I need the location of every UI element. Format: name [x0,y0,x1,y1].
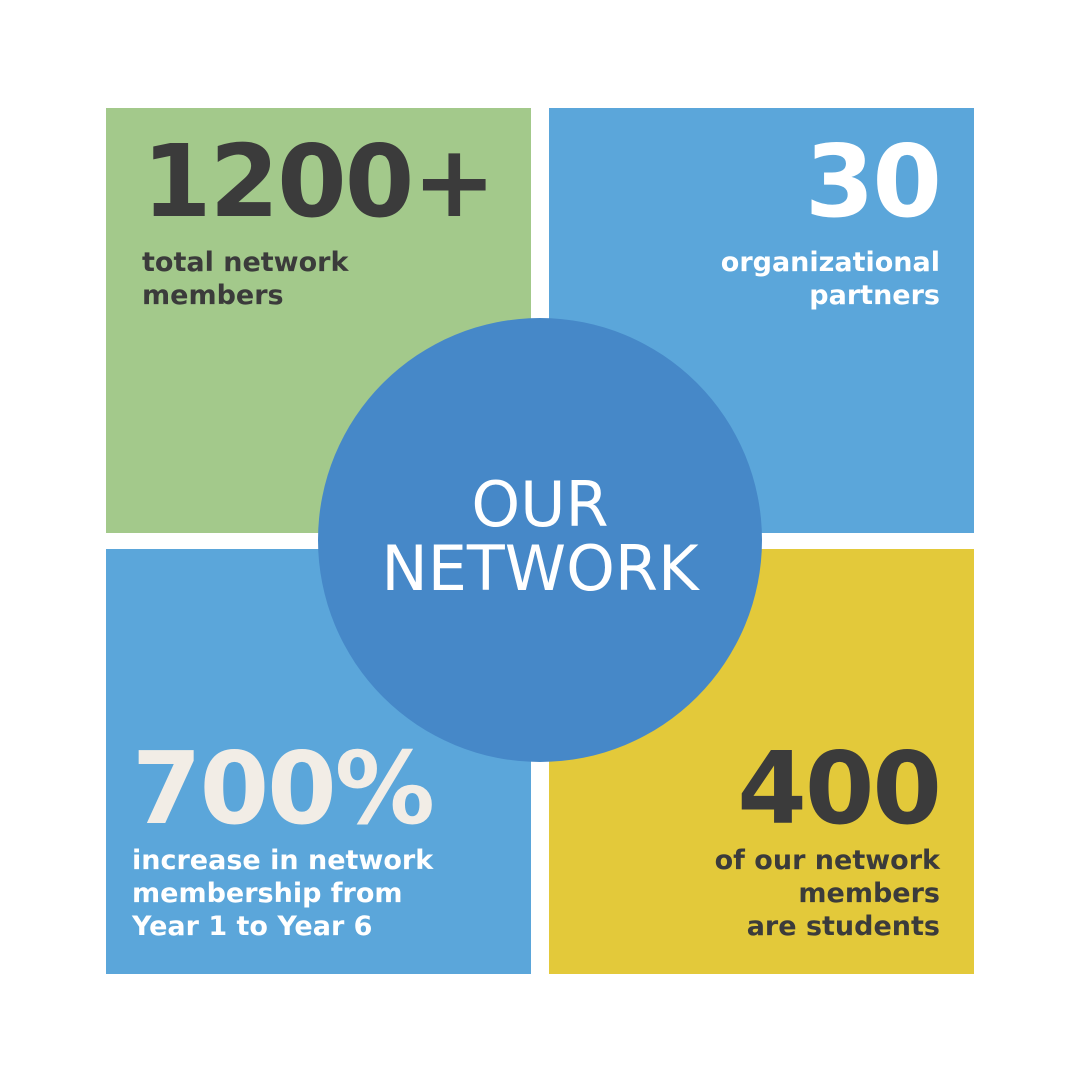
stat-description-line: Year 1 to Year 6 [132,911,373,942]
stat-card-total-members: 1200+ total network members [106,108,531,533]
center-title-line: NETWORK [381,532,699,605]
stat-value: 30 [804,123,942,240]
stat-description-line: total network [142,247,349,278]
stat-value: 400 [737,730,942,847]
stat-description-line: increase in network [132,845,434,876]
stat-description-line: partners [809,280,940,311]
stat-description: total network members [142,246,348,312]
center-title-line: OUR [471,468,609,541]
stat-description-line: organizational [720,247,940,278]
center-circle: OUR NETWORK [318,318,762,762]
stat-description-line: are students [746,911,940,942]
stat-description-line: membership from [132,878,403,909]
stat-description-line: of our network [714,845,940,876]
stat-description: of our network members are students [715,844,940,943]
stat-value: 700% [132,730,435,847]
stat-description: increase in network membership from Year… [132,844,433,943]
stat-value: 1200+ [142,123,496,240]
stat-description: organizational partners [721,246,940,312]
stat-description-line: members [798,878,940,909]
stat-description-line: members [142,280,284,311]
